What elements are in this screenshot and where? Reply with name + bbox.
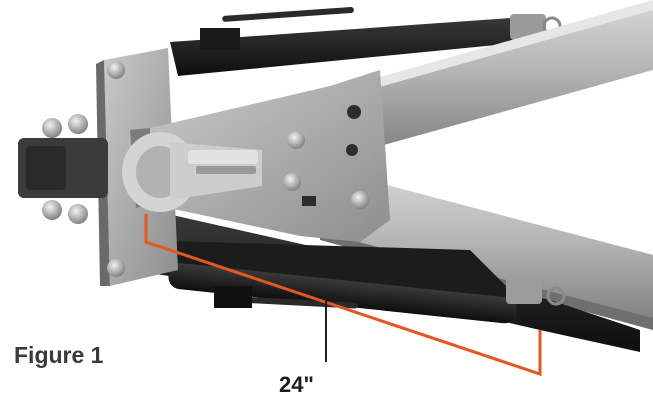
- hitch-receiver: [18, 114, 108, 224]
- measurement-bracket: [144, 214, 542, 377]
- figure-label: Figure 1: [14, 342, 104, 368]
- main-tube-upper: [300, 0, 653, 160]
- measurement-label: 24": [279, 372, 314, 397]
- ball-coupler: [122, 132, 262, 212]
